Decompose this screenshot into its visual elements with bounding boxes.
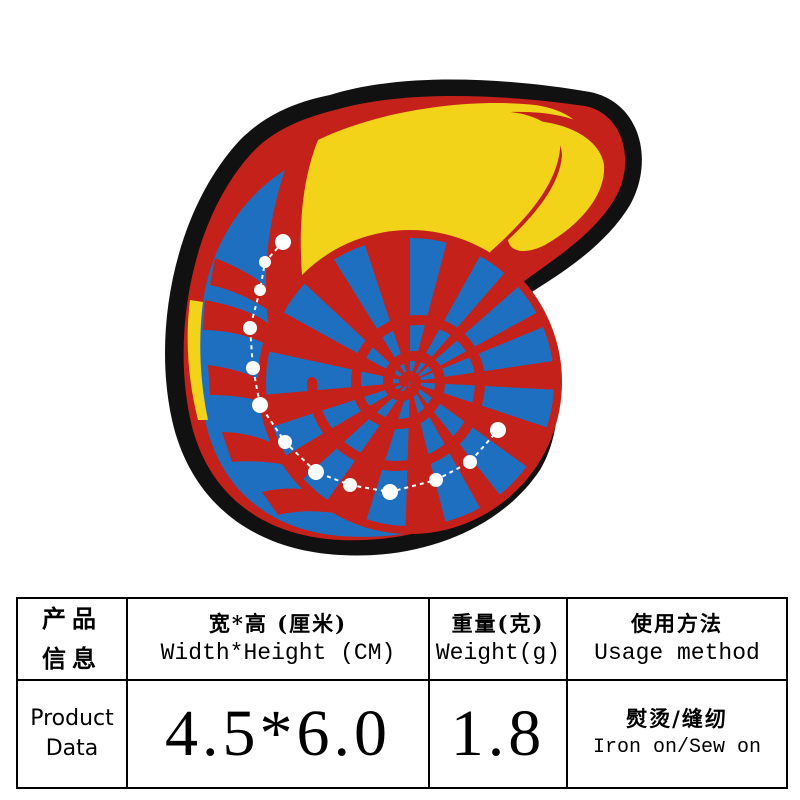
shell-spiral [307, 315, 486, 471]
weight-value-cell: 1.8 [428, 679, 568, 789]
shell-opening [300, 103, 593, 305]
shell-lip-inner [508, 120, 605, 252]
shell-whorl-rim [258, 230, 562, 534]
weight-value: 1.8 [450, 697, 546, 770]
size-header-zh: 宽*高 (厘米) [208, 611, 348, 636]
size-header-en: Width*Height (CM) [160, 640, 396, 666]
nautilus-shell-patch-icon [165, 79, 642, 556]
product-data-label-line1: Product [30, 706, 114, 731]
product-data-label-line2: Data [45, 736, 99, 761]
usage-value-zh: 熨烫/缝纫 [626, 706, 728, 731]
usage-header-en: Usage method [594, 640, 760, 666]
weight-header-zh: 重量(克) [451, 611, 545, 636]
spec-header-row: 产品 信息 宽*高 (厘米) Width*Height (CM) 重量(克) W… [16, 597, 788, 681]
product-image [165, 79, 642, 556]
edge-accent-left [187, 300, 208, 420]
usage-header: 使用方法 Usage method [566, 597, 788, 681]
usage-value-cell: 熨烫/缝纫 Iron on/Sew on [566, 679, 788, 789]
product-spec-table: 产品 信息 宽*高 (厘米) Width*Height (CM) 重量(克) W… [16, 597, 788, 789]
product-info-label-line2: 信息 [42, 644, 102, 673]
product-data-label: Product Data [16, 679, 128, 789]
usage-value-en: Iron on/Sew on [592, 736, 762, 759]
product-info-label-line1: 产品 [42, 604, 102, 633]
spec-data-row: Product Data 4.5*6.0 1.8 熨烫/缝纫 Iron on/S… [16, 679, 788, 789]
product-info-header: 产品 信息 [16, 597, 128, 681]
usage-header-zh: 使用方法 [631, 611, 723, 636]
shell-outer-stripes [203, 258, 345, 515]
stitch-dots [243, 234, 506, 500]
size-value-cell: 4.5*6.0 [126, 679, 430, 789]
weight-header: 重量(克) Weight(g) [428, 597, 568, 681]
size-value: 4.5*6.0 [165, 697, 391, 770]
weight-header-en: Weight(g) [435, 640, 561, 666]
size-header: 宽*高 (厘米) Width*Height (CM) [126, 597, 430, 681]
